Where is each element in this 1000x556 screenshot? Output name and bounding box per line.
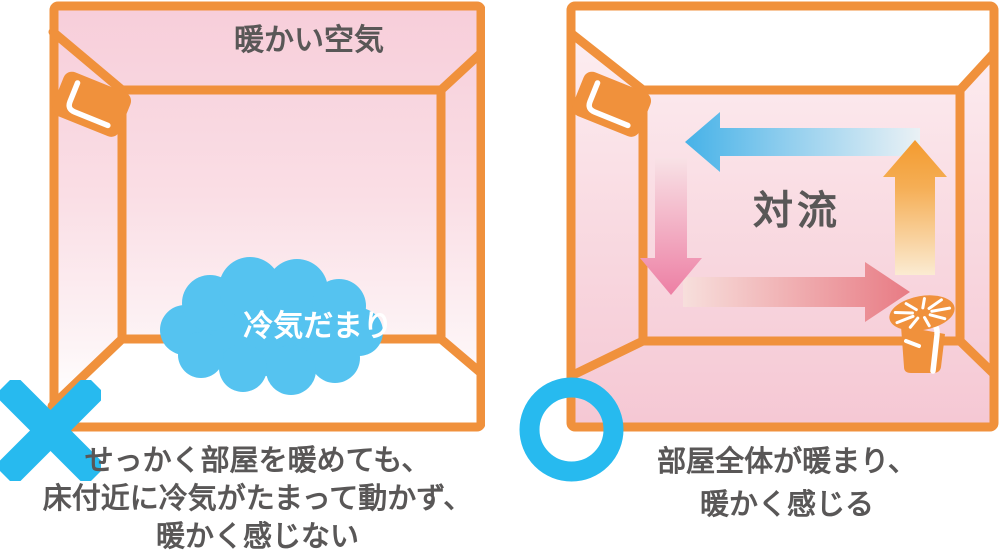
air-conditioner-icon [572, 71, 652, 137]
before-caption-line-2: 床付近に冷気がたまって動かず、 [42, 483, 473, 515]
room-frame [566, 1, 999, 432]
blue-arrow-left-icon [685, 112, 920, 172]
ceiling-area [571, 6, 994, 90]
before-caption-line-3: 暖かく感じない [155, 521, 359, 553]
warm-air-label: 暖かい空気 [234, 24, 384, 57]
convection-arrows [640, 112, 947, 322]
before-caption: せっかく部屋を暖めても、 床付近に冷気がたまって動かず、 暖かく感じない [0, 442, 515, 556]
after-caption: 部屋全体が暖まり、 暖かく感じる [572, 441, 1000, 527]
room-frame [47, 1, 485, 432]
orange-arrow-up-icon [883, 140, 947, 275]
after-caption-line-1: 部屋全体が暖まり、 [657, 446, 917, 478]
cold-floor-area [54, 339, 481, 425]
room-after-svg [566, 1, 999, 432]
red-arrow-right-icon [683, 262, 910, 322]
convection-label: 対流 [753, 189, 841, 233]
room-before-svg [47, 1, 485, 432]
cold-air-pool-label: 冷気だまり [243, 310, 393, 343]
after-caption-line-2: 暖かく感じる [699, 489, 874, 521]
circle-mark-icon [519, 377, 624, 482]
before-caption-line-1: せっかく部屋を暖めても、 [84, 445, 431, 477]
pink-arrow-down-icon [640, 158, 702, 295]
cross-mark-icon [0, 380, 101, 481]
cold-air-cloud-icon [160, 257, 383, 395]
air-conditioner-icon [52, 71, 132, 137]
circulator-fan-icon [889, 295, 955, 374]
